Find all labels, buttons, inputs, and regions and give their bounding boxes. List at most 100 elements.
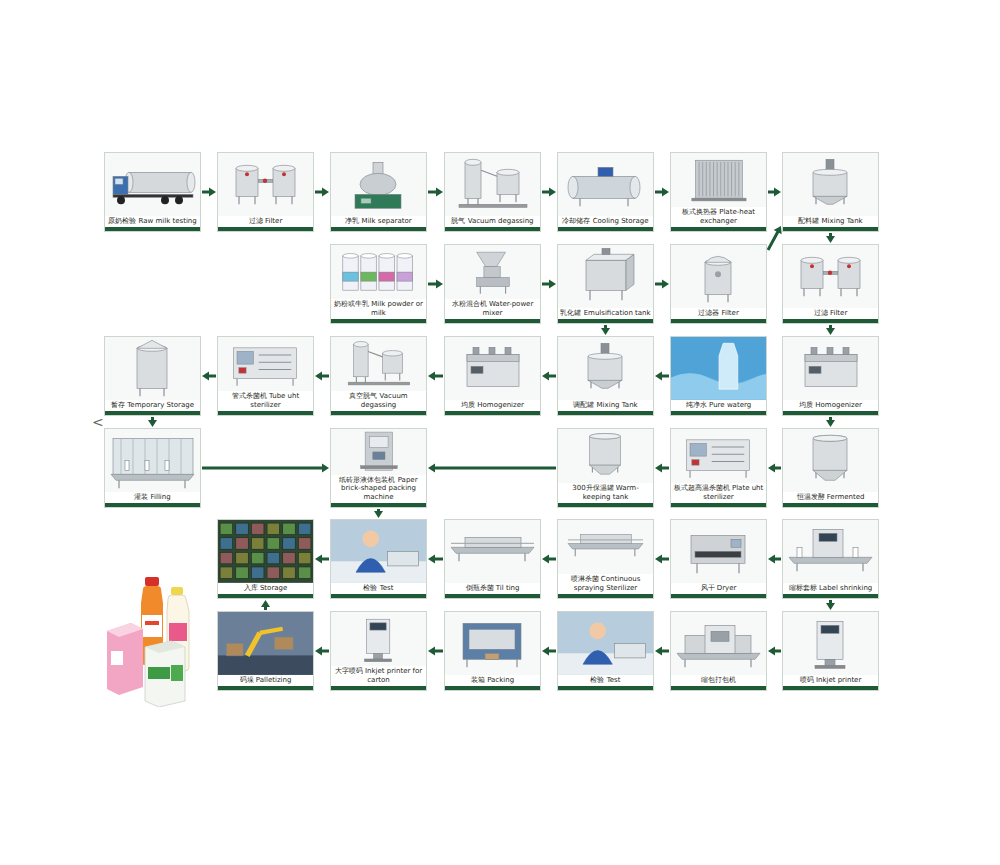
icon-part xyxy=(397,272,412,281)
arrow-head xyxy=(826,603,835,610)
caption-strip: 装箱 Packing xyxy=(445,675,540,690)
caption-strip: 水粉混合机 Water-power mixer xyxy=(445,299,540,323)
icon-part xyxy=(275,196,276,204)
flow-arrow xyxy=(202,372,216,381)
icon-part xyxy=(817,621,843,659)
icon-part xyxy=(184,480,185,488)
arrow-head xyxy=(322,464,329,473)
arrow-head xyxy=(542,555,549,564)
arrow-shaft xyxy=(774,558,781,561)
icon-part xyxy=(397,254,412,259)
icon-part xyxy=(568,176,578,198)
icon-part xyxy=(684,659,685,667)
equipment-picture xyxy=(331,520,426,583)
equipment-picture xyxy=(445,520,540,583)
arrow-head xyxy=(374,511,383,518)
arrow-head xyxy=(322,188,329,197)
arrow-shaft xyxy=(428,191,437,194)
process-box: 风干 Dryer xyxy=(670,519,767,599)
icon-part xyxy=(251,538,264,549)
icon-part xyxy=(469,629,515,649)
icon-part xyxy=(796,563,797,571)
icon-part xyxy=(719,343,738,389)
process-box: 配料罐 Mixing Tank xyxy=(782,152,879,232)
arrow-head xyxy=(662,280,669,289)
equipment-icon xyxy=(671,520,766,583)
process-box: 300升保温罐 Warm-keeping tank xyxy=(557,428,654,508)
equipment-picture xyxy=(218,520,313,583)
arrow-head xyxy=(202,372,209,381)
equipment-icon xyxy=(783,612,878,675)
flow-arrow xyxy=(542,280,556,289)
icon-part xyxy=(451,543,534,544)
icon-part xyxy=(789,557,872,563)
equipment-picture xyxy=(558,429,653,483)
equipment-icon xyxy=(558,612,653,675)
icon-part xyxy=(137,340,167,348)
step-label: 水粉混合机 Water-power mixer xyxy=(447,300,538,317)
step-label: 脱气 Vacuum degassing xyxy=(447,217,538,225)
icon-part xyxy=(813,435,847,441)
icon-part xyxy=(163,388,164,396)
arrow-shaft xyxy=(321,375,329,378)
icon-part xyxy=(379,272,394,281)
arrow-head xyxy=(549,280,556,289)
equipment-picture xyxy=(331,245,426,299)
icon-part xyxy=(720,162,721,196)
icon-part xyxy=(283,523,296,534)
icon-part xyxy=(731,162,732,196)
icon-part xyxy=(258,179,273,182)
equipment-icon xyxy=(445,245,540,299)
icon-part xyxy=(220,567,233,578)
icon-part xyxy=(821,625,839,633)
equipment-picture xyxy=(671,612,766,675)
bottle-cap xyxy=(145,577,159,586)
flow-arrow xyxy=(542,647,556,656)
equipment-picture xyxy=(218,612,313,675)
step-label: 缩包打包机 xyxy=(673,676,764,684)
bottle-label xyxy=(169,623,187,641)
equipment-icon xyxy=(671,153,766,207)
step-label: 风干 Dryer xyxy=(673,584,764,592)
icon-part xyxy=(480,287,481,294)
icon-part xyxy=(692,198,746,201)
carton-white xyxy=(145,641,185,707)
icon-part xyxy=(361,272,376,281)
arrow-head xyxy=(774,188,781,197)
arrow-head xyxy=(655,555,662,564)
process-box: 暂存 Temporary Storage xyxy=(104,336,201,416)
icon-part xyxy=(823,271,838,274)
icon-part xyxy=(251,552,264,563)
caption-strip: 码垛 Palletizing xyxy=(218,675,313,690)
icon-part xyxy=(738,563,739,573)
icon-part xyxy=(355,194,401,208)
flow-arrow xyxy=(768,647,781,656)
equipment-icon xyxy=(218,520,313,583)
step-label: 喷码 Inkjet printer xyxy=(785,676,876,684)
flow-arrow xyxy=(315,372,329,381)
icon-part xyxy=(282,172,286,176)
icon-part xyxy=(361,198,371,203)
process-box: 乳化罐 Emulsification tank xyxy=(557,244,654,324)
process-box: 喷码 Inkjet printer xyxy=(782,611,879,691)
icon-part xyxy=(113,176,128,194)
icon-part xyxy=(187,172,195,192)
equipment-picture xyxy=(783,337,878,400)
step-label: 过滤 Filter xyxy=(220,217,311,225)
arrow-head xyxy=(655,372,662,381)
step-label: 恒温发酵 Fermented xyxy=(785,493,876,501)
equipment-picture xyxy=(558,153,653,216)
icon-part xyxy=(220,552,233,563)
caption-strip: 过滤 Filter xyxy=(218,216,313,231)
equipment-picture xyxy=(331,337,426,391)
icon-part xyxy=(370,623,386,630)
caption-strip: 奶粉或牛乳 Milk powder or milk xyxy=(331,299,426,323)
caption-strip: 倒瓶杀菌 Til ting xyxy=(445,583,540,598)
bottle-label xyxy=(142,615,162,637)
icon-part xyxy=(165,460,169,470)
carousel-arrow: < xyxy=(92,414,104,430)
arrow-head xyxy=(542,647,549,656)
caption-strip: 300升保温罐 Warm-keeping tank xyxy=(558,483,653,507)
caption-strip: 冷却储存 Cooling Storage xyxy=(558,216,653,231)
